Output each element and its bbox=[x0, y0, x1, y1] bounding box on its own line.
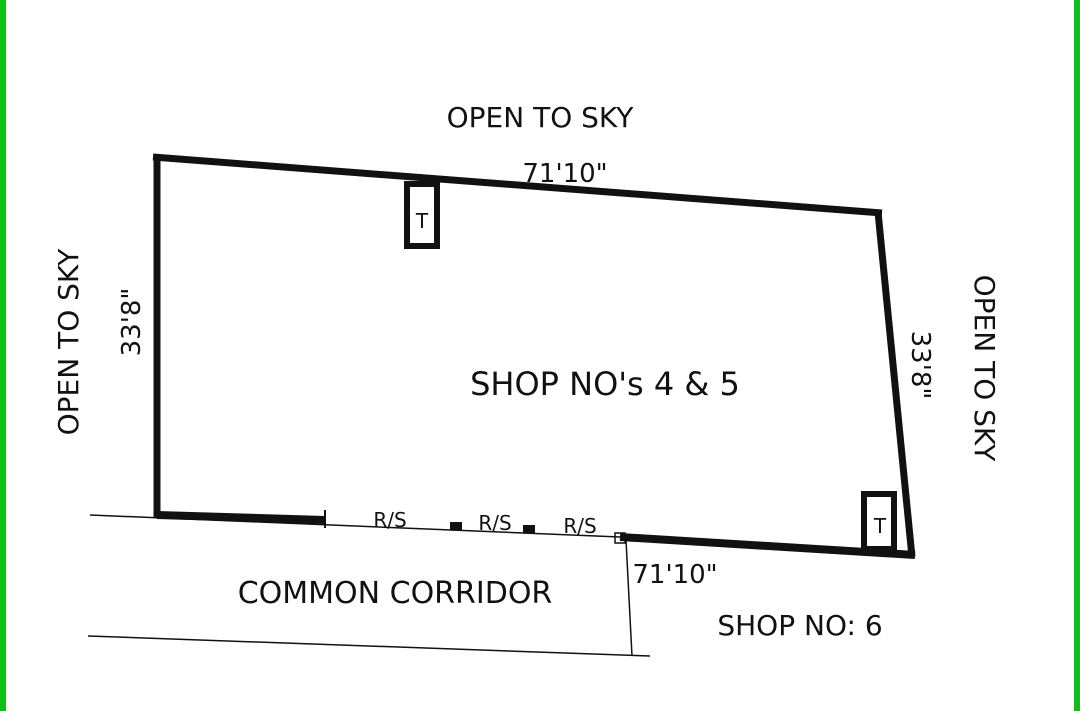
frontage-line bbox=[89, 514, 621, 538]
shutter-post bbox=[450, 522, 462, 530]
toilet-top-box bbox=[404, 181, 440, 249]
toilet-bottom-label: T bbox=[873, 514, 887, 538]
left-green-border bbox=[0, 0, 6, 711]
top-dimension: 71'10" bbox=[522, 159, 607, 189]
shop-4-5-label: SHOP NO's 4 & 5 bbox=[470, 365, 740, 403]
top-open-to-sky-label: OPEN TO SKY bbox=[447, 101, 635, 134]
shop6-divider-line bbox=[625, 539, 633, 657]
right-wall bbox=[874, 211, 916, 558]
toilet-bottom-box bbox=[861, 491, 897, 552]
rolling-shutter-1: R/S bbox=[373, 508, 406, 532]
toilet-top-label: T bbox=[415, 209, 429, 233]
right-open-to-sky-label: OPEN TO SKY bbox=[968, 275, 1001, 463]
left-dimension: 33'8" bbox=[117, 288, 147, 357]
rolling-shutter-2: R/S bbox=[478, 511, 511, 535]
left-open-to-sky-label: OPEN TO SKY bbox=[52, 248, 85, 436]
right-green-border bbox=[1074, 0, 1080, 711]
corridor-edge-line bbox=[87, 635, 651, 657]
rolling-shutter-3: R/S bbox=[563, 514, 596, 538]
bottom-wall-left bbox=[156, 511, 326, 524]
column-mark bbox=[614, 532, 626, 544]
common-corridor-label: COMMON CORRIDOR bbox=[238, 576, 553, 611]
bottom-dimension: 71'10" bbox=[632, 560, 717, 590]
top-wall bbox=[152, 153, 883, 217]
right-dimension: 33'8" bbox=[905, 331, 935, 400]
shutter-post bbox=[523, 525, 535, 533]
shop-6-label: SHOP NO: 6 bbox=[717, 609, 882, 642]
